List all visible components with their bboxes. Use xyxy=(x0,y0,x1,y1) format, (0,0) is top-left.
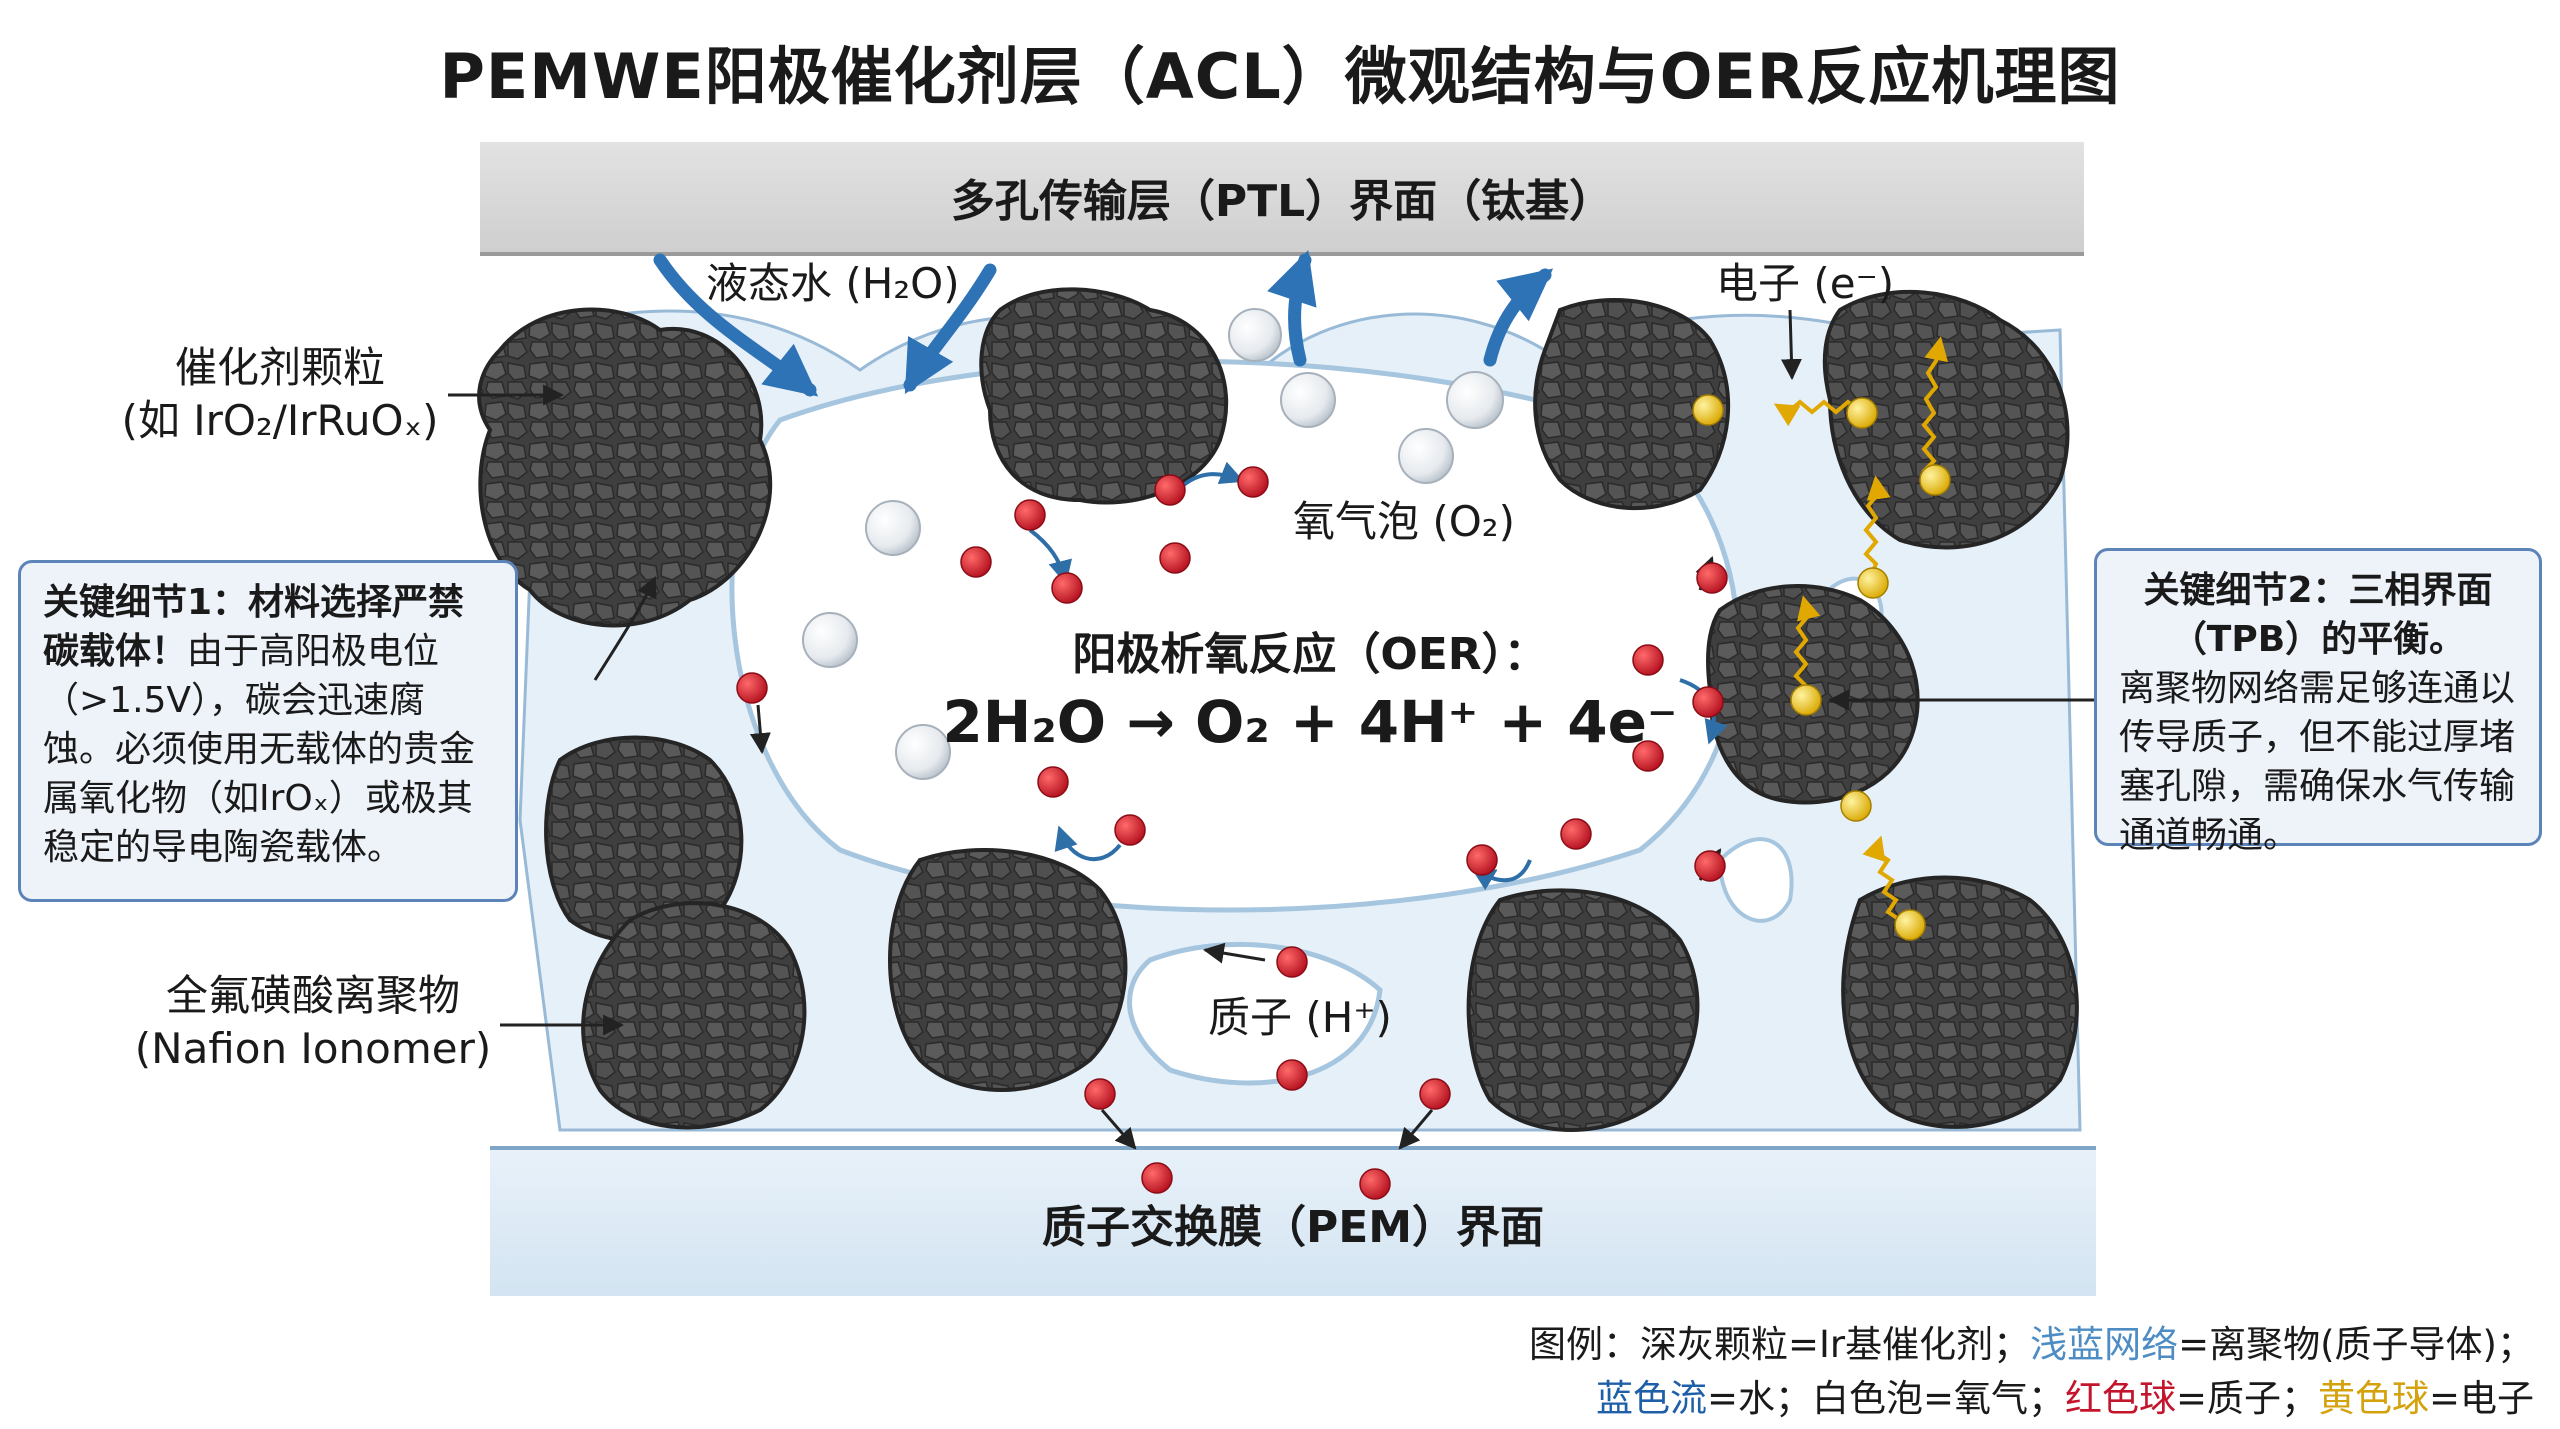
catalyst-particle-label: 催化剂颗粒 (如 IrO₂/IrRuOₓ) xyxy=(110,342,450,447)
legend-proton-key: 红色球 xyxy=(2064,1376,2176,1420)
page-title: PEMWE阳极催化剂层（ACL）微观结构与OER反应机理图 xyxy=(439,40,2121,113)
proton-ball xyxy=(1632,740,1664,772)
legend-electron-desc: =电子 xyxy=(2428,1376,2534,1420)
electron-label: 电子 (e⁻) xyxy=(1716,259,1895,308)
proton-ball xyxy=(1560,818,1592,850)
water-flow-arrow xyxy=(653,253,819,397)
legend-catalyst: 图例：深灰颗粒=Ir基催化剂； xyxy=(1528,1323,2031,1366)
proton-ball xyxy=(1359,1168,1391,1200)
proton-ball xyxy=(1084,1078,1116,1110)
oer-heading: 阳极析氧反应（OER）： xyxy=(1072,629,1548,680)
key-detail-callout-2: 关键细节2：三相界面（TPB）的平衡。 离聚物网络需足够连通以传导质子，但不能过… xyxy=(2094,548,2542,856)
legend: 图例：深灰颗粒=Ir基催化剂；浅蓝网络=离聚物(质子导体)； 蓝色流=水；白色泡… xyxy=(1529,1318,2534,1425)
proton-ball xyxy=(1694,850,1726,882)
callout2-heading: 关键细节2：三相界面（TPB）的平衡。 xyxy=(2143,570,2493,660)
catalyst-label-line1: 催化剂颗粒 xyxy=(174,343,385,392)
legend-ionomer-desc: =离聚物(质子导体)； xyxy=(2178,1323,2534,1366)
pem-interface-bar: 质子交换膜（PEM）界面 xyxy=(490,1146,2096,1296)
catalyst-cluster xyxy=(1466,888,1700,1132)
oer-equation: 2H₂O → O₂ + 4H⁺ + 4e⁻ xyxy=(942,688,1678,756)
proton-ball xyxy=(1159,542,1191,574)
legend-line-2: 蓝色流=水；白色泡=氧气；红色球=质子；黄色球=电子 xyxy=(1529,1372,2534,1426)
electron-ball xyxy=(1919,464,1951,496)
legend-line-1: 图例：深灰颗粒=Ir基催化剂；浅蓝网络=离聚物(质子导体)； xyxy=(1529,1318,2534,1372)
proton-label: 质子 (H⁺) xyxy=(1208,993,1392,1042)
proton-ball xyxy=(1014,499,1046,531)
catalyst-label-line2: (如 IrO₂/IrRuOₓ) xyxy=(121,395,439,445)
oxygen-bubble xyxy=(1280,372,1336,428)
catalyst-cluster xyxy=(1841,875,2079,1129)
proton-ball xyxy=(1237,466,1269,498)
water-label: 液态水 (H₂O) xyxy=(706,259,960,308)
proton-ball xyxy=(1632,644,1664,676)
legend-proton-desc: =质子； xyxy=(2175,1376,2318,1420)
catalyst-cluster xyxy=(979,287,1229,505)
ionomer-label-line2: (Nafion Ionomer) xyxy=(134,1023,492,1073)
proton-ball xyxy=(1141,1162,1173,1194)
catalyst-cluster xyxy=(477,307,773,628)
callout1-heading: 关键细节1：材料选择严禁碳载体！ xyxy=(43,582,465,672)
proton-ball xyxy=(1276,946,1308,978)
water-flow-arrow xyxy=(1267,250,1317,367)
electron-ball xyxy=(1790,684,1822,716)
catalyst-cluster xyxy=(888,848,1128,1092)
water-flow-arrow xyxy=(1483,268,1554,367)
oxygen-bubble xyxy=(1228,308,1282,362)
key-detail-callout-1: 关键细节1：材料选择严禁碳载体！由于高阳极电位（>1.5V），碳会迅速腐蚀。必须… xyxy=(18,560,518,902)
ionomer-label: 全氟磺酸离聚物 (Nafion Ionomer) xyxy=(128,970,498,1075)
callout1-body: 由于高阳极电位（>1.5V），碳会迅速腐蚀。必须使用无载体的贵金属氧化物（如Ir… xyxy=(43,630,476,868)
catalyst-cluster xyxy=(581,901,807,1130)
ptl-label: 多孔传输层（PTL）界面（钛基） xyxy=(950,176,1614,227)
pem-label: 质子交换膜（PEM）界面 xyxy=(1041,1202,1545,1253)
oxygen-bubble xyxy=(1446,371,1504,429)
proton-ball xyxy=(1696,562,1728,594)
proton-ball xyxy=(1051,572,1083,604)
proton-ball xyxy=(1114,814,1146,846)
catalyst-cluster xyxy=(1533,298,1731,511)
legend-electron-key: 黄色球 xyxy=(2317,1376,2429,1420)
electron-ball xyxy=(1840,790,1872,822)
oxygen-bubble-label: 氧气泡 (O₂) xyxy=(1293,497,1516,546)
electron-ball xyxy=(1894,909,1926,941)
water-flow-arrows xyxy=(653,250,1554,397)
proton-ball xyxy=(1419,1078,1451,1110)
oxygen-bubble xyxy=(895,724,951,780)
oxygen-bubble xyxy=(865,500,921,556)
ionomer-label-line1: 全氟磺酸离聚物 xyxy=(165,971,460,1020)
proton-markers xyxy=(736,461,1728,1200)
callout2-body: 离聚物网络需足够连通以传导质子，但不能过厚堵塞孔隙，需确保水气传输通道畅通。 xyxy=(2119,667,2516,856)
proton-ball xyxy=(1692,686,1724,718)
label-pointer-arrows xyxy=(448,384,2094,1036)
legend-water-desc: =水；白色泡=氧气； xyxy=(1706,1376,2065,1420)
electron-ball xyxy=(1692,394,1724,426)
proton-ball xyxy=(1466,844,1498,876)
electron-ball xyxy=(1846,397,1878,429)
proton-ball xyxy=(1276,1059,1308,1091)
legend-water-key: 蓝色流 xyxy=(1595,1376,1707,1420)
electron-pathways xyxy=(1692,309,1951,941)
proton-ball xyxy=(1037,766,1069,798)
legend-ionomer-key: 浅蓝网络 xyxy=(2030,1323,2179,1366)
oxygen-bubble xyxy=(1398,428,1454,484)
proton-ball xyxy=(1154,474,1186,506)
water-flow-arrow xyxy=(903,263,997,395)
electron-ball xyxy=(1857,567,1889,599)
oxygen-bubbles xyxy=(802,308,1504,780)
proton-ball xyxy=(736,672,768,704)
proton-ball xyxy=(960,546,992,578)
oxygen-bubble xyxy=(802,612,858,668)
